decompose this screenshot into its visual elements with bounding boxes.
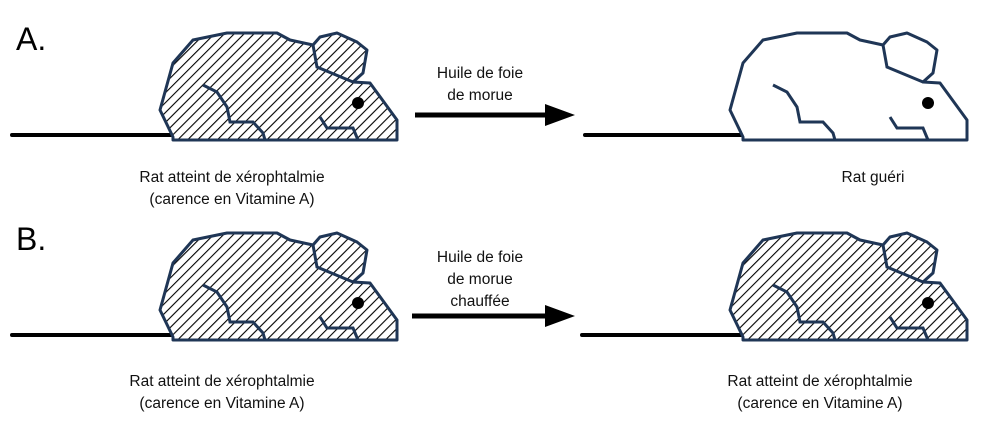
right-caption-b-line2: (carence en Vitamine A) <box>737 395 902 412</box>
left-caption-a-line2: (carence en Vitamine A) <box>149 191 314 208</box>
sick-rat-b-left <box>10 231 399 342</box>
arrow-a <box>415 104 575 126</box>
treatment-a-line2: de morue <box>447 87 512 104</box>
right-caption-b-line1: Rat atteint de xérophtalmie <box>727 373 912 390</box>
right-caption-a: Rat guéri <box>842 169 905 186</box>
left-caption-a-line1: Rat atteint de xérophtalmie <box>139 169 324 186</box>
panel-a-label: A. <box>16 21 46 57</box>
left-caption-b-line1: Rat atteint de xérophtalmie <box>129 373 314 390</box>
treatment-b-line3: chauffée <box>450 293 509 310</box>
sick-rat-a <box>10 31 399 142</box>
sick-rat-b-right <box>580 231 969 342</box>
rat-body-hatched <box>728 231 969 342</box>
arrow-b <box>412 305 575 327</box>
treatment-a-line1: Huile de foie <box>437 65 523 82</box>
rat-body-plain <box>728 31 969 142</box>
treatment-b-line2: de morue <box>447 271 512 288</box>
healed-rat-a <box>583 31 969 142</box>
rat-body-hatched <box>158 231 399 342</box>
rat-body-hatched <box>158 31 399 142</box>
panel-b-label: B. <box>16 221 46 257</box>
left-caption-b-line2: (carence en Vitamine A) <box>139 395 304 412</box>
treatment-b-line1: Huile de foie <box>437 249 523 266</box>
